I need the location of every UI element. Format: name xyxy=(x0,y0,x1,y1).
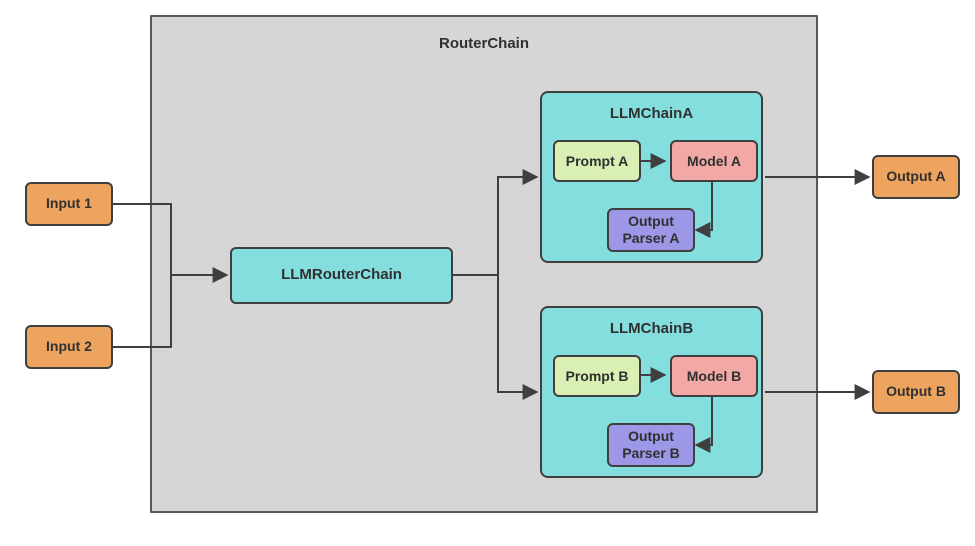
node-prompt-a: Prompt A xyxy=(553,140,641,182)
llmchain-a-title: LLMChainA xyxy=(609,105,694,122)
node-input-2: Input 2 xyxy=(25,325,113,369)
node-output-a: Output A xyxy=(872,155,960,199)
node-model-a: Model A xyxy=(670,140,758,182)
node-llmchain-b: LLMChainB Prompt B Model B Output Parser… xyxy=(540,306,763,478)
node-llmchain-a: LLMChainA Prompt A Model A Output Parser… xyxy=(540,91,763,263)
node-output-parser-b: Output Parser B xyxy=(607,423,695,467)
node-input-1: Input 1 xyxy=(25,182,113,226)
routerchain-title: RouterChain xyxy=(439,35,529,52)
node-output-parser-a: Output Parser A xyxy=(607,208,695,252)
llmchain-b-title: LLMChainB xyxy=(609,320,694,337)
node-llmrouterchain: LLMRouterChain xyxy=(230,247,453,304)
node-output-b: Output B xyxy=(872,370,960,414)
node-prompt-b: Prompt B xyxy=(553,355,641,397)
node-model-b: Model B xyxy=(670,355,758,397)
